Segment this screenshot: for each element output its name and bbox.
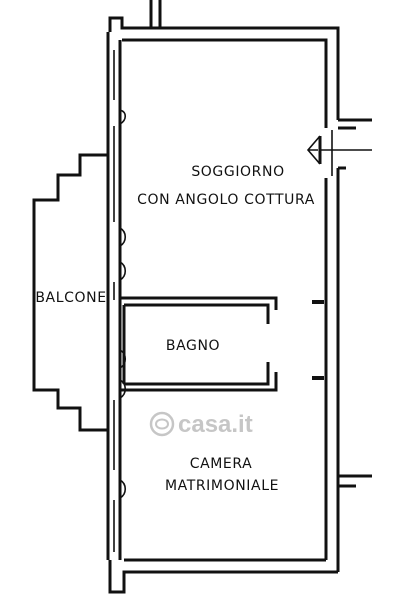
bathroom-walls [120, 296, 278, 392]
top-wall-stub [149, 0, 162, 28]
outer-walls [106, 16, 340, 594]
room-label-living-line2: CON ANGOLO COTTURA [137, 192, 315, 208]
room-label-living-line1: SOGGIORNO [191, 164, 284, 180]
room-label-bedroom-line2: MATRIMONIALE [165, 478, 279, 494]
watermark: casa.it [149, 411, 253, 438]
watermark-text: casa.it [178, 411, 253, 438]
room-label-bathroom: BAGNO [166, 338, 220, 354]
room-label-bedroom-line1: CAMERA [190, 456, 253, 472]
room-label-balcony: BALCONE [35, 290, 106, 306]
arrow-left-icon [306, 135, 372, 165]
balcony-outline [32, 153, 108, 432]
right-wall-details [312, 118, 372, 488]
